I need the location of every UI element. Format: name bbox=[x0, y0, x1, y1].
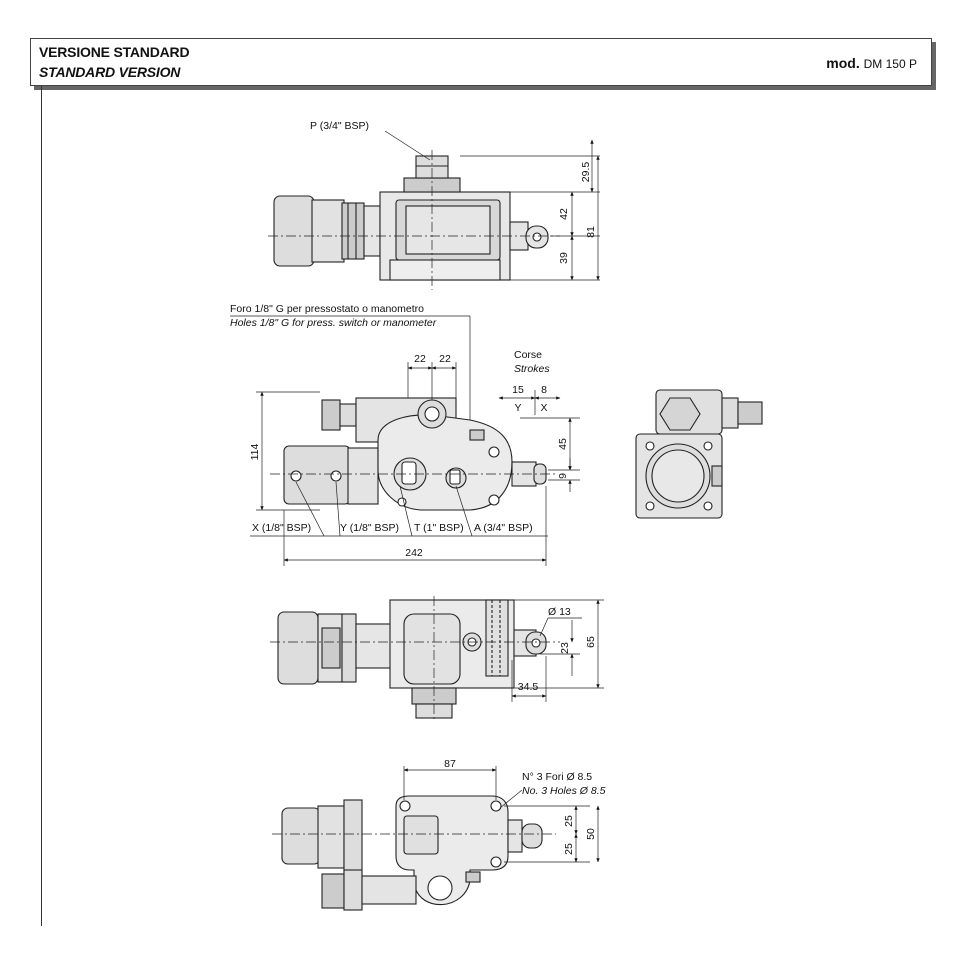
dim-34-5: 34.5 bbox=[518, 681, 539, 693]
view3-centerlines bbox=[270, 596, 560, 722]
dim-9: 9 bbox=[557, 473, 569, 479]
view3-dimensions bbox=[510, 599, 604, 702]
dim-242: 242 bbox=[405, 547, 423, 559]
dim-65: 65 bbox=[585, 636, 597, 648]
view1-dimensions bbox=[384, 130, 600, 281]
label-port-a: A (3/4" BSP) bbox=[474, 522, 533, 534]
dim-d13: Ø 13 bbox=[548, 606, 571, 618]
view1-centerlines bbox=[268, 150, 560, 290]
hole-note-it: Foro 1/8" G per pressostato o manometro bbox=[230, 303, 424, 315]
title-italian: VERSIONE STANDARD bbox=[39, 44, 190, 60]
stroke-y-label: Y bbox=[514, 402, 521, 414]
stroke-x-label: X bbox=[540, 402, 547, 414]
dim-22-a: 22 bbox=[414, 353, 426, 365]
label-port-x: X (1/8" BSP) bbox=[252, 522, 311, 534]
dim-50: 50 bbox=[585, 828, 597, 840]
view-front bbox=[283, 397, 547, 511]
label-port-t: T (1" BSP) bbox=[414, 522, 464, 534]
model-label: mod. DM 150 P bbox=[826, 55, 917, 71]
view-top-side bbox=[273, 155, 549, 281]
label-port-y: Y (1/8" BSP) bbox=[340, 522, 399, 534]
dim-87: 87 bbox=[444, 758, 456, 770]
title-english: STANDARD VERSION bbox=[39, 64, 181, 80]
hole-note-en: Holes 1/8" G for press. switch or manome… bbox=[230, 317, 437, 329]
view-bottom bbox=[281, 795, 543, 911]
stroke-8: 8 bbox=[541, 384, 547, 396]
dim-81: 81 bbox=[585, 226, 597, 238]
dim-42: 42 bbox=[558, 208, 570, 220]
model-prefix: mod. bbox=[826, 55, 860, 71]
strokes-it: Corse bbox=[514, 349, 542, 361]
strokes-en: Strokes bbox=[514, 363, 550, 375]
left-margin-rule bbox=[41, 86, 42, 926]
dim-39: 39 bbox=[558, 252, 570, 264]
label-port-p: P (3/4" BSP) bbox=[310, 120, 369, 132]
dim-23: 23 bbox=[559, 642, 571, 654]
dim-25-a: 25 bbox=[563, 815, 575, 827]
holes-note-en: No. 3 Holes Ø 8.5 bbox=[522, 785, 606, 797]
stroke-15: 15 bbox=[512, 384, 524, 396]
header-box: VERSIONE STANDARD STANDARD VERSION mod. … bbox=[30, 38, 932, 86]
dim-45: 45 bbox=[557, 438, 569, 450]
view-plan bbox=[277, 599, 547, 719]
holes-note-it: N° 3 Fori Ø 8.5 bbox=[522, 771, 592, 783]
dim-29-5: 29.5 bbox=[580, 162, 592, 183]
view-end bbox=[635, 389, 763, 519]
dim-22-b: 22 bbox=[439, 353, 451, 365]
model-code: DM 150 P bbox=[863, 57, 917, 71]
dim-114: 114 bbox=[249, 443, 261, 460]
view4-dimensions bbox=[403, 766, 600, 863]
view2-dimensions bbox=[250, 362, 580, 566]
dim-25-b: 25 bbox=[563, 843, 575, 855]
